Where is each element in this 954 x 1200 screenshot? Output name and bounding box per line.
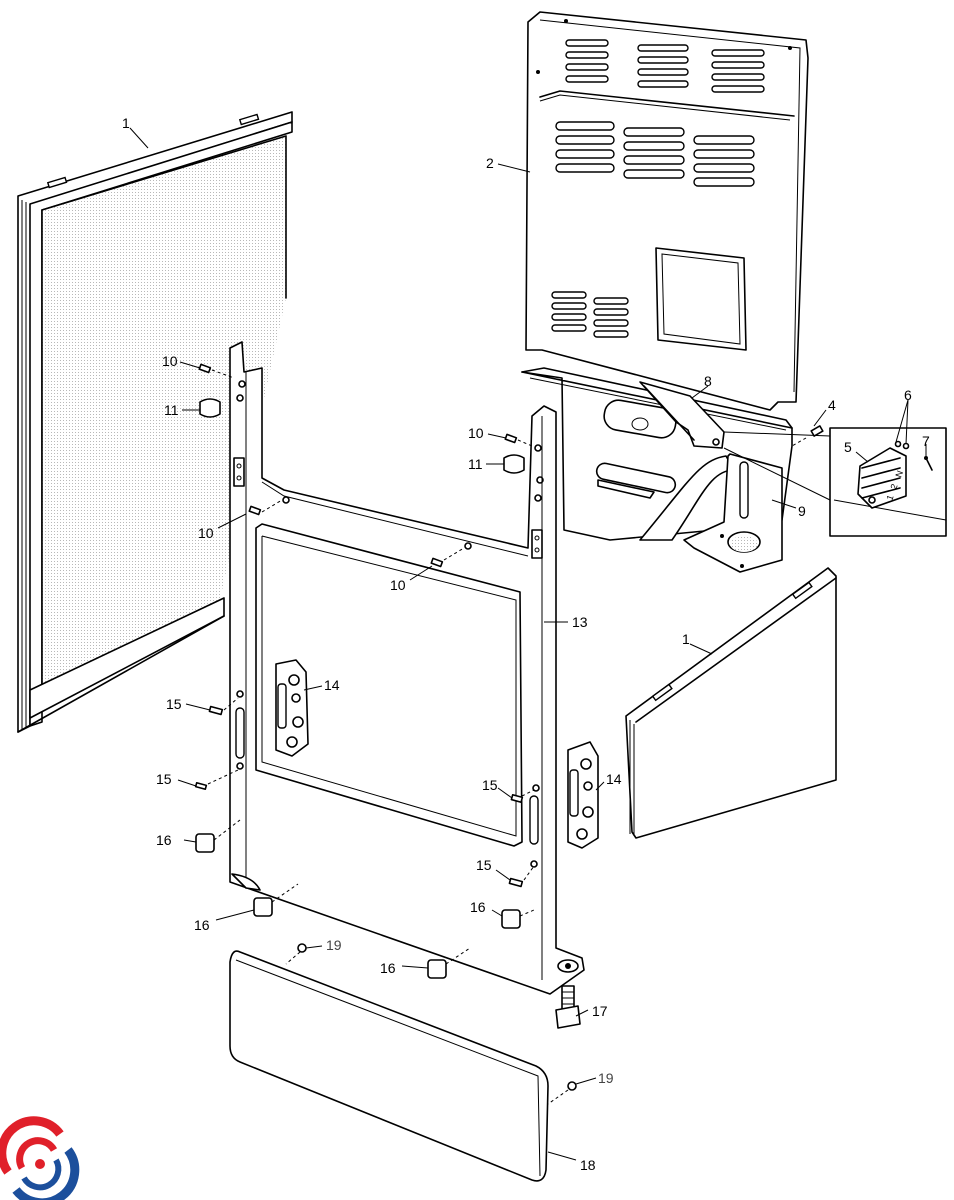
hinge-left bbox=[275, 659, 309, 757]
lower-rear-box bbox=[521, 367, 793, 573]
callout-9: 9 bbox=[798, 503, 806, 519]
callout-2: 2 bbox=[486, 155, 494, 171]
callout-labels: 1 1 2 4 5 6 7 8 9 10 10 10 10 11 11 13 1… bbox=[122, 115, 930, 1173]
callout-15-b: 15 bbox=[156, 771, 172, 787]
terminal-mark-1: 1 bbox=[884, 494, 895, 502]
callout-18: 18 bbox=[580, 1157, 596, 1173]
callout-14-a: 14 bbox=[324, 677, 340, 693]
callout-10-c: 10 bbox=[198, 525, 214, 541]
callout-4: 4 bbox=[828, 397, 836, 413]
hinge-right bbox=[567, 741, 599, 849]
callout-19-b: 19 bbox=[598, 1070, 614, 1086]
callout-14-b: 14 bbox=[606, 771, 622, 787]
leader-lines bbox=[129, 127, 927, 1161]
callout-16-a: 16 bbox=[156, 832, 172, 848]
swirl-logo-icon bbox=[0, 1116, 80, 1200]
main-frame bbox=[229, 341, 585, 995]
callout-17: 17 bbox=[592, 1003, 608, 1019]
callout-15-c: 15 bbox=[482, 777, 498, 793]
callout-6: 6 bbox=[904, 387, 912, 403]
side-panel-right bbox=[625, 567, 837, 839]
terminal-mark-n: N bbox=[893, 469, 905, 479]
callout-10-d: 10 bbox=[390, 577, 406, 593]
callout-13: 13 bbox=[572, 614, 588, 630]
callout-1-left: 1 bbox=[122, 115, 130, 131]
callout-10-a: 10 bbox=[162, 353, 178, 369]
callout-10-b: 10 bbox=[468, 425, 484, 441]
callout-11-a: 11 bbox=[164, 402, 179, 418]
terminal-mark-2: 2 bbox=[888, 483, 899, 491]
screw-part-4 bbox=[791, 425, 824, 447]
callout-8: 8 bbox=[704, 373, 712, 389]
callout-1-right: 1 bbox=[682, 631, 690, 647]
terminal-block-inset: N 2 1 bbox=[723, 427, 947, 537]
adjustable-foot bbox=[555, 985, 581, 1029]
callout-7: 7 bbox=[922, 433, 930, 449]
kick-panel bbox=[229, 950, 549, 1182]
rear-panel bbox=[525, 11, 809, 411]
callout-16-b: 16 bbox=[194, 917, 210, 933]
callout-16-d: 16 bbox=[380, 960, 396, 976]
callout-19-a: 19 bbox=[326, 937, 342, 953]
side-panel-left bbox=[17, 111, 293, 733]
callout-15-a: 15 bbox=[166, 696, 182, 712]
callout-11-b: 11 bbox=[468, 456, 483, 472]
rear-panel-vents bbox=[551, 39, 765, 338]
fasteners bbox=[194, 363, 577, 1105]
callout-16-c: 16 bbox=[470, 899, 486, 915]
callout-5: 5 bbox=[844, 439, 852, 455]
callout-15-d: 15 bbox=[476, 857, 492, 873]
